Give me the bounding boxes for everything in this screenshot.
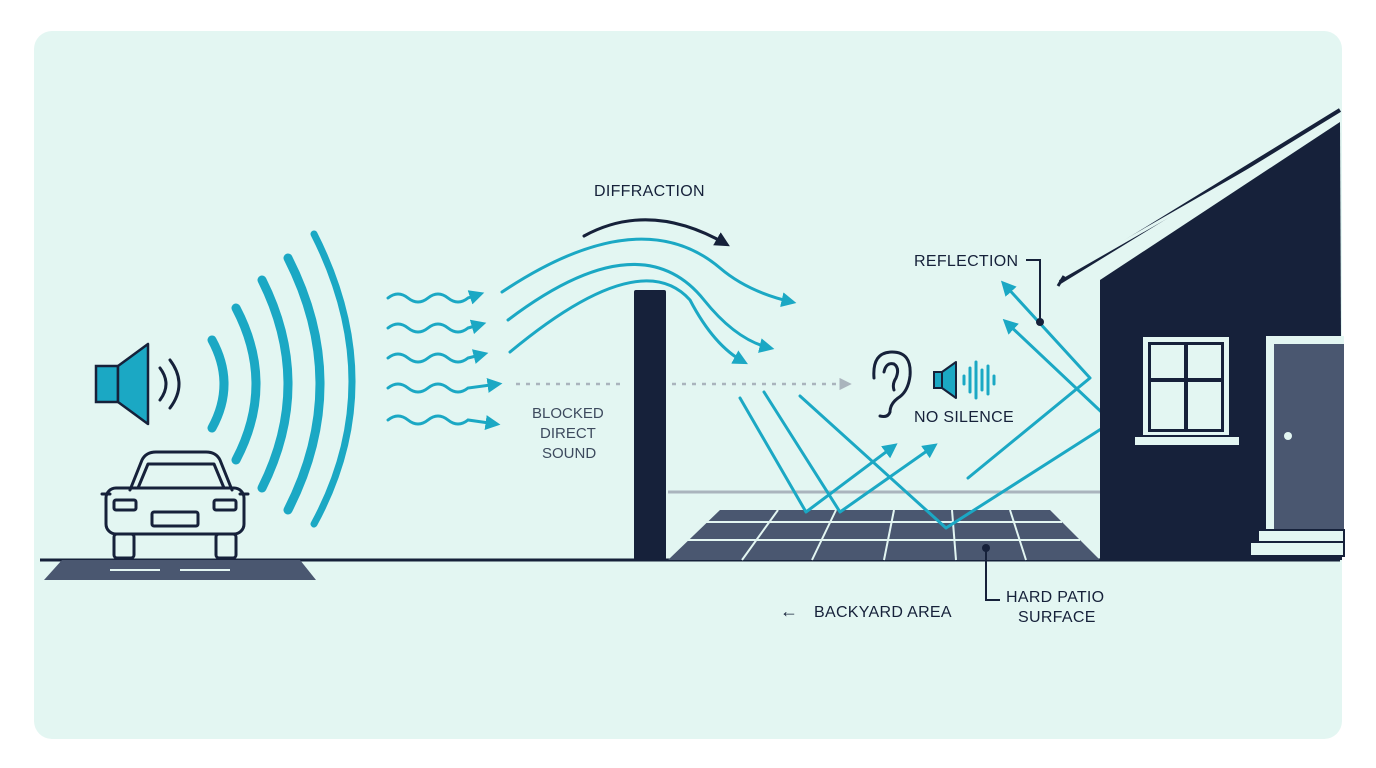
speaker-icon [94,342,181,426]
patio-dot [982,544,990,552]
sound-wave-icon [933,360,996,400]
label-reflection: REFLECTION [914,253,1018,270]
patio-surface [668,509,1100,561]
diffraction-waves [500,237,797,365]
reflection-dot [1036,318,1044,326]
ear-icon [872,350,912,418]
backyard-arrow: ← [780,601,798,621]
label-patio-line1: HARD PATIO [1006,589,1104,606]
sound-arcs [207,230,356,528]
label-backyard: BACKYARD AREA [814,604,952,621]
label-direct: DIRECT [540,425,596,442]
house-icon [1056,108,1345,560]
label-diffraction: DIFFRACTION [594,183,705,200]
label-blocked: BLOCKED [532,405,604,422]
diffraction-arrow [582,218,730,247]
patio-reflections [738,280,1114,530]
wavy-arrows [386,290,503,430]
barrier-wall [634,290,666,560]
patio-leader [985,550,1000,601]
road [44,560,316,580]
label-sound: SOUND [542,445,596,462]
label-patio-line2: SURFACE [1018,609,1096,626]
label-no-silence: NO SILENCE [914,409,1014,426]
reflection-leader [1026,259,1041,320]
car-icon [100,450,250,560]
